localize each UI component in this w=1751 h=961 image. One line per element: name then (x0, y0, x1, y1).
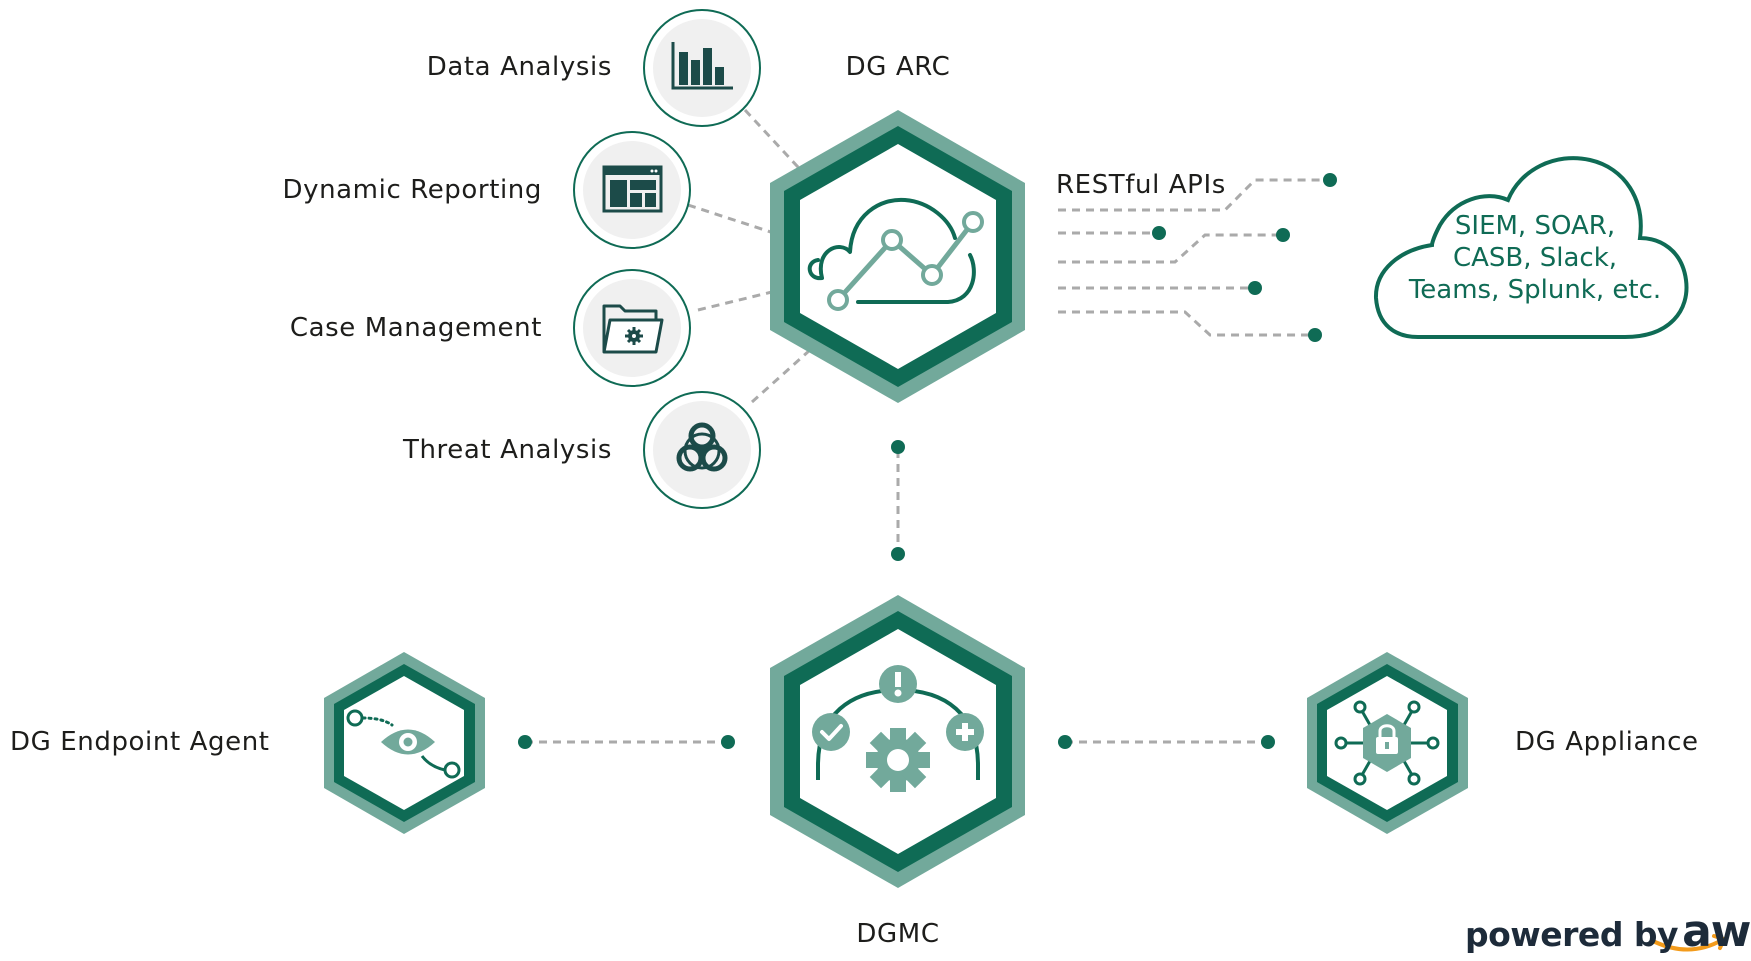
cloud-line-1: SIEM, SOAR, (1454, 211, 1616, 241)
connector-lines (525, 108, 1330, 744)
api-line-1 (1058, 178, 1330, 212)
capability-label-threat-analysis: Threat Analysis (403, 435, 612, 465)
third-party-cloud[interactable] (1373, 156, 1689, 339)
dg-arc-title: DG ARC (845, 52, 951, 82)
cloud-line-2: CASB, Slack, (1452, 243, 1618, 273)
gear-alerts-icon (812, 665, 984, 792)
api-line-3 (1058, 233, 1283, 264)
cloud-analytics-icon (807, 197, 984, 311)
aws-branding: powered byaws (1465, 906, 1751, 957)
aws-logo-text: aws (1682, 906, 1751, 957)
dot (1058, 735, 1072, 749)
dot (1261, 735, 1275, 749)
cloud-line-3: Teams, Splunk, etc. (1408, 275, 1662, 305)
dot (891, 440, 905, 454)
capability-data-analysis[interactable] (643, 9, 761, 127)
connector-case-management (697, 288, 781, 312)
aws-smile-icon (1653, 938, 1724, 952)
appliance-hexagon[interactable] (1307, 652, 1468, 834)
lock-network-icon (1334, 700, 1440, 786)
bar-chart-icon (671, 42, 733, 90)
aws-arrow-icon (1712, 934, 1726, 950)
capability-threat-analysis[interactable] (643, 391, 761, 509)
capability-label-data-analysis: Data Analysis (426, 52, 612, 82)
dot (1276, 228, 1290, 242)
dg-arc-hexagon[interactable] (770, 110, 1025, 403)
capability-case-management[interactable] (573, 269, 691, 387)
capability-label-case-management: Case Management (289, 313, 542, 343)
dashboard-icon (602, 165, 663, 213)
appliance-label: DG Appliance (1515, 727, 1699, 757)
endpoint-agent-label: DG Endpoint Agent (10, 727, 270, 757)
dot (891, 547, 905, 561)
dgmc-hexagon[interactable] (770, 595, 1025, 888)
folder-gear-icon (602, 304, 664, 354)
connector-dots (518, 173, 1337, 749)
api-line-5 (1058, 310, 1315, 337)
restful-apis-label: RESTful APIs (1056, 170, 1226, 200)
dot (1248, 281, 1262, 295)
powered-by-text: powered by (1465, 915, 1679, 954)
eye-path-icon (346, 709, 461, 779)
connector-threat-analysis (750, 348, 812, 404)
dgmc-label: DGMC (856, 919, 940, 949)
capability-label-dynamic-reporting: Dynamic Reporting (282, 175, 542, 205)
dot (518, 735, 532, 749)
connector-dynamic-reporting (687, 203, 781, 237)
dot (1323, 173, 1337, 187)
dot (1308, 328, 1322, 342)
connector-data-analysis (743, 108, 812, 182)
capability-dynamic-reporting[interactable] (573, 131, 691, 249)
endpoint-agent-hexagon[interactable] (324, 652, 485, 834)
dot (721, 735, 735, 749)
dot (1152, 226, 1166, 240)
biohazard-icon (676, 422, 728, 472)
third-party-integrations: SIEM, SOAR, CASB, Slack, Teams, Splunk, … (1385, 210, 1685, 306)
